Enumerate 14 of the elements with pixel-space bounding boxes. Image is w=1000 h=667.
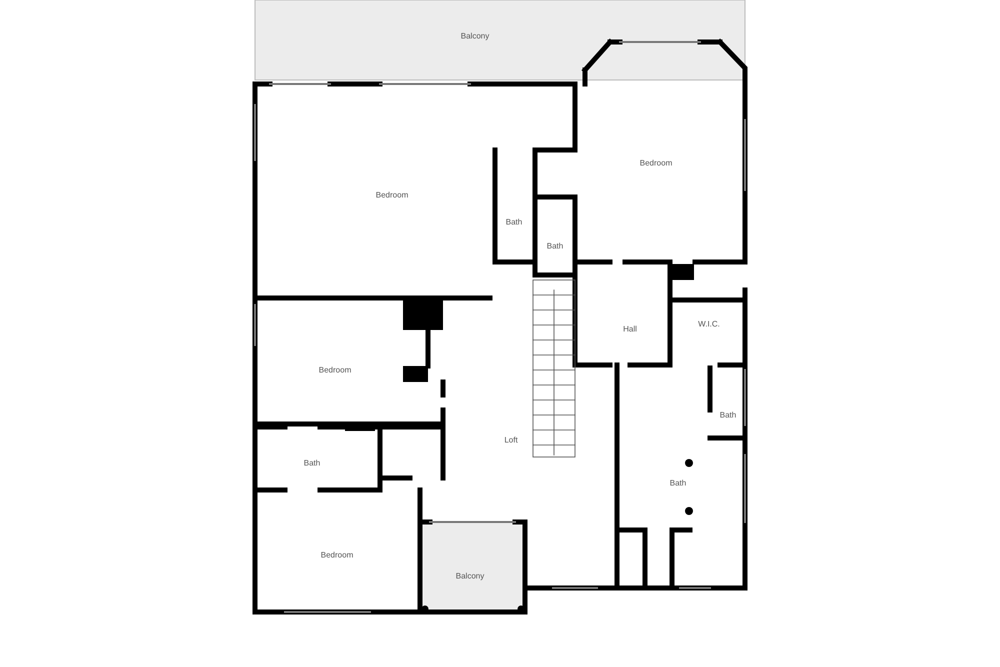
room-label: Bedroom <box>320 550 354 560</box>
room-label: Bath <box>546 242 564 250</box>
room-label: Bath <box>720 410 736 420</box>
room-label: Bath <box>670 478 686 488</box>
room-label: Balcony <box>456 572 484 580</box>
room-label: Bedroom <box>318 366 352 374</box>
room-label: Bath <box>506 218 522 226</box>
room-label: Bedroom <box>640 158 672 168</box>
room-label: Bedroom <box>376 190 408 200</box>
room-label: Hall <box>623 324 637 334</box>
room-label: Bath <box>304 458 320 468</box>
room-label: Loft <box>504 436 518 444</box>
room-label: Balcony <box>460 32 490 40</box>
room-label: W.I.C. <box>698 320 720 328</box>
